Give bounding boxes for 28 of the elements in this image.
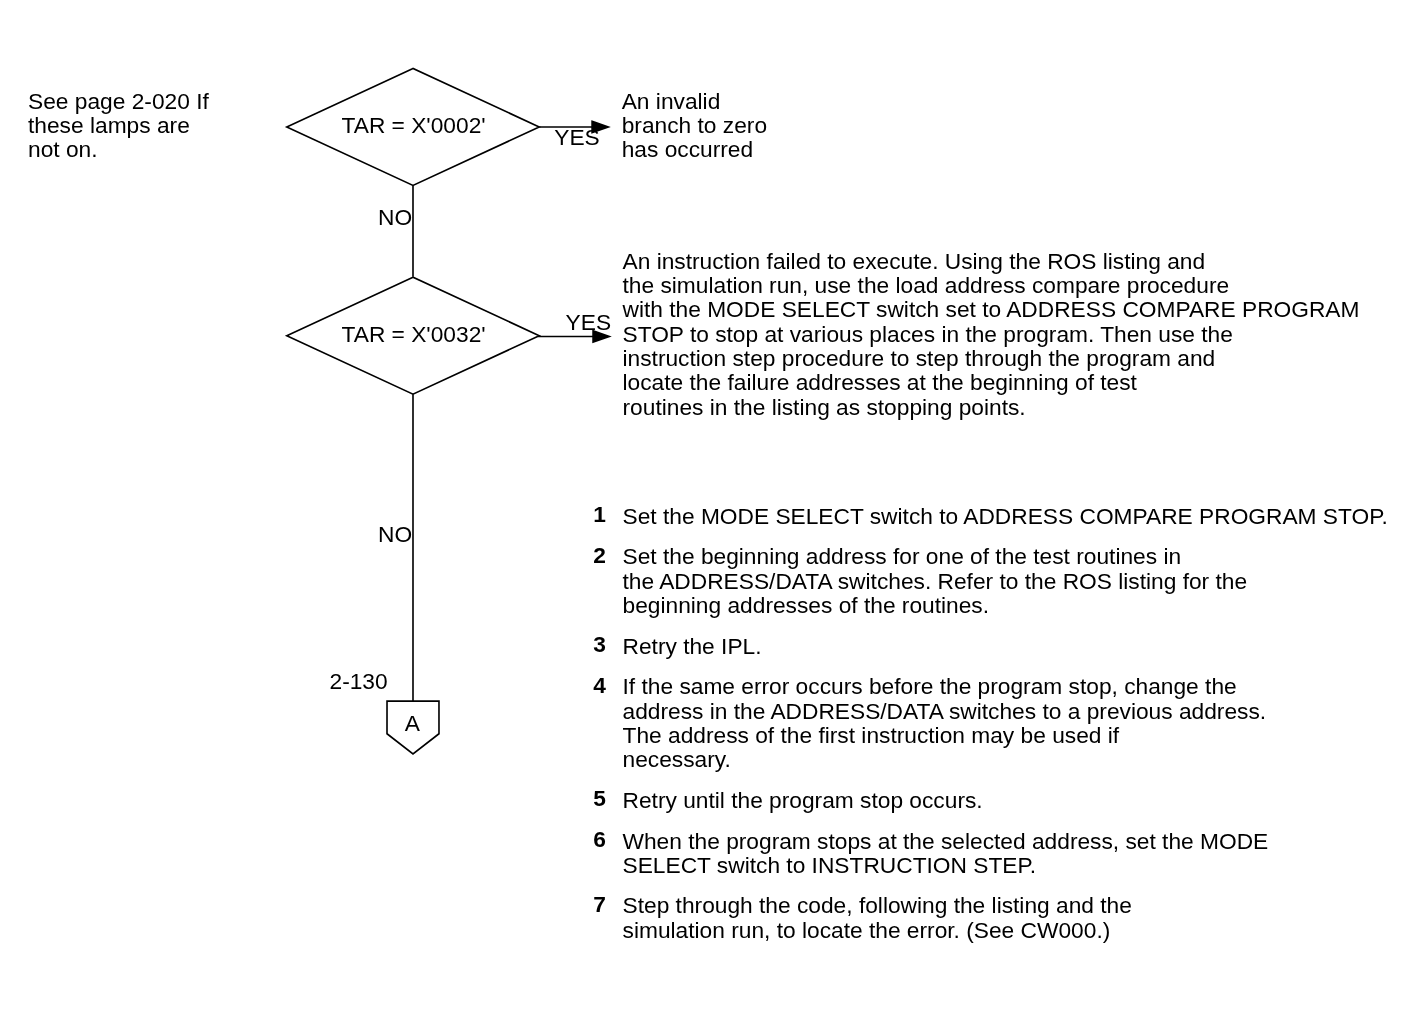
label: Retry the IPL.: [622, 632, 762, 659]
label: 4: [593, 671, 606, 698]
label: 2: [593, 541, 606, 568]
label: Retry until the program stop occurs.: [622, 786, 983, 813]
label: 7: [593, 890, 606, 917]
label: If the same error occurs before the program stop, change the address in the ADDRESS/DATA switches to a previous address. The address of the first instruction may be used if necessary.: [622, 672, 1267, 772]
label: See page 2-020 If these lamps are not on.: [28, 87, 209, 162]
label: 5: [593, 784, 606, 811]
connector: [412, 393, 414, 702]
node-diamond: TAR = X'0032': [284, 275, 542, 395]
edge-label: NO: [378, 203, 413, 230]
label: Step through the code, following the listing and the simulation run, to locate the error. (See CW000.): [622, 891, 1132, 943]
arrow: [538, 119, 611, 134]
label: When the program stops at the selected address, set the MODE SELECT switch to INSTRUCTION STEP.: [622, 827, 1269, 878]
label: Set the MODE SELECT switch to ADDRESS COMPARE PROGRAM STOP.: [622, 502, 1388, 529]
edge-label: YES: [565, 308, 612, 335]
node-diamond: TAR = X'0002': [284, 67, 542, 186]
connector: [412, 184, 414, 278]
node-label: 2-130: [329, 667, 388, 694]
node-text: An invalid branch to zero has occurred: [621, 87, 768, 162]
label: 6: [593, 825, 606, 852]
label: 3: [593, 630, 606, 657]
edge-label: NO: [378, 520, 413, 546]
edge-label: YES: [554, 123, 600, 150]
node-text: An instruction failed to execute. Using the ROS listing and the simulation run, use the load address compare procedure with the MODE SELECT switch set to ADDRESS COMPARE PROGRAM STOP to stop at various places in the program. Then use the instruction step procedure to step through the program and locate the failure addresses at the beginning of test routines in the listing as stopping points.: [622, 247, 1360, 420]
label: 1: [593, 500, 606, 527]
label: Set the beginning address for one of the test routines in the ADDRESS/DATA switches. Refer to the ROS listing for the beginning addresses of the routines.: [622, 542, 1248, 618]
arrow: [537, 329, 612, 343]
